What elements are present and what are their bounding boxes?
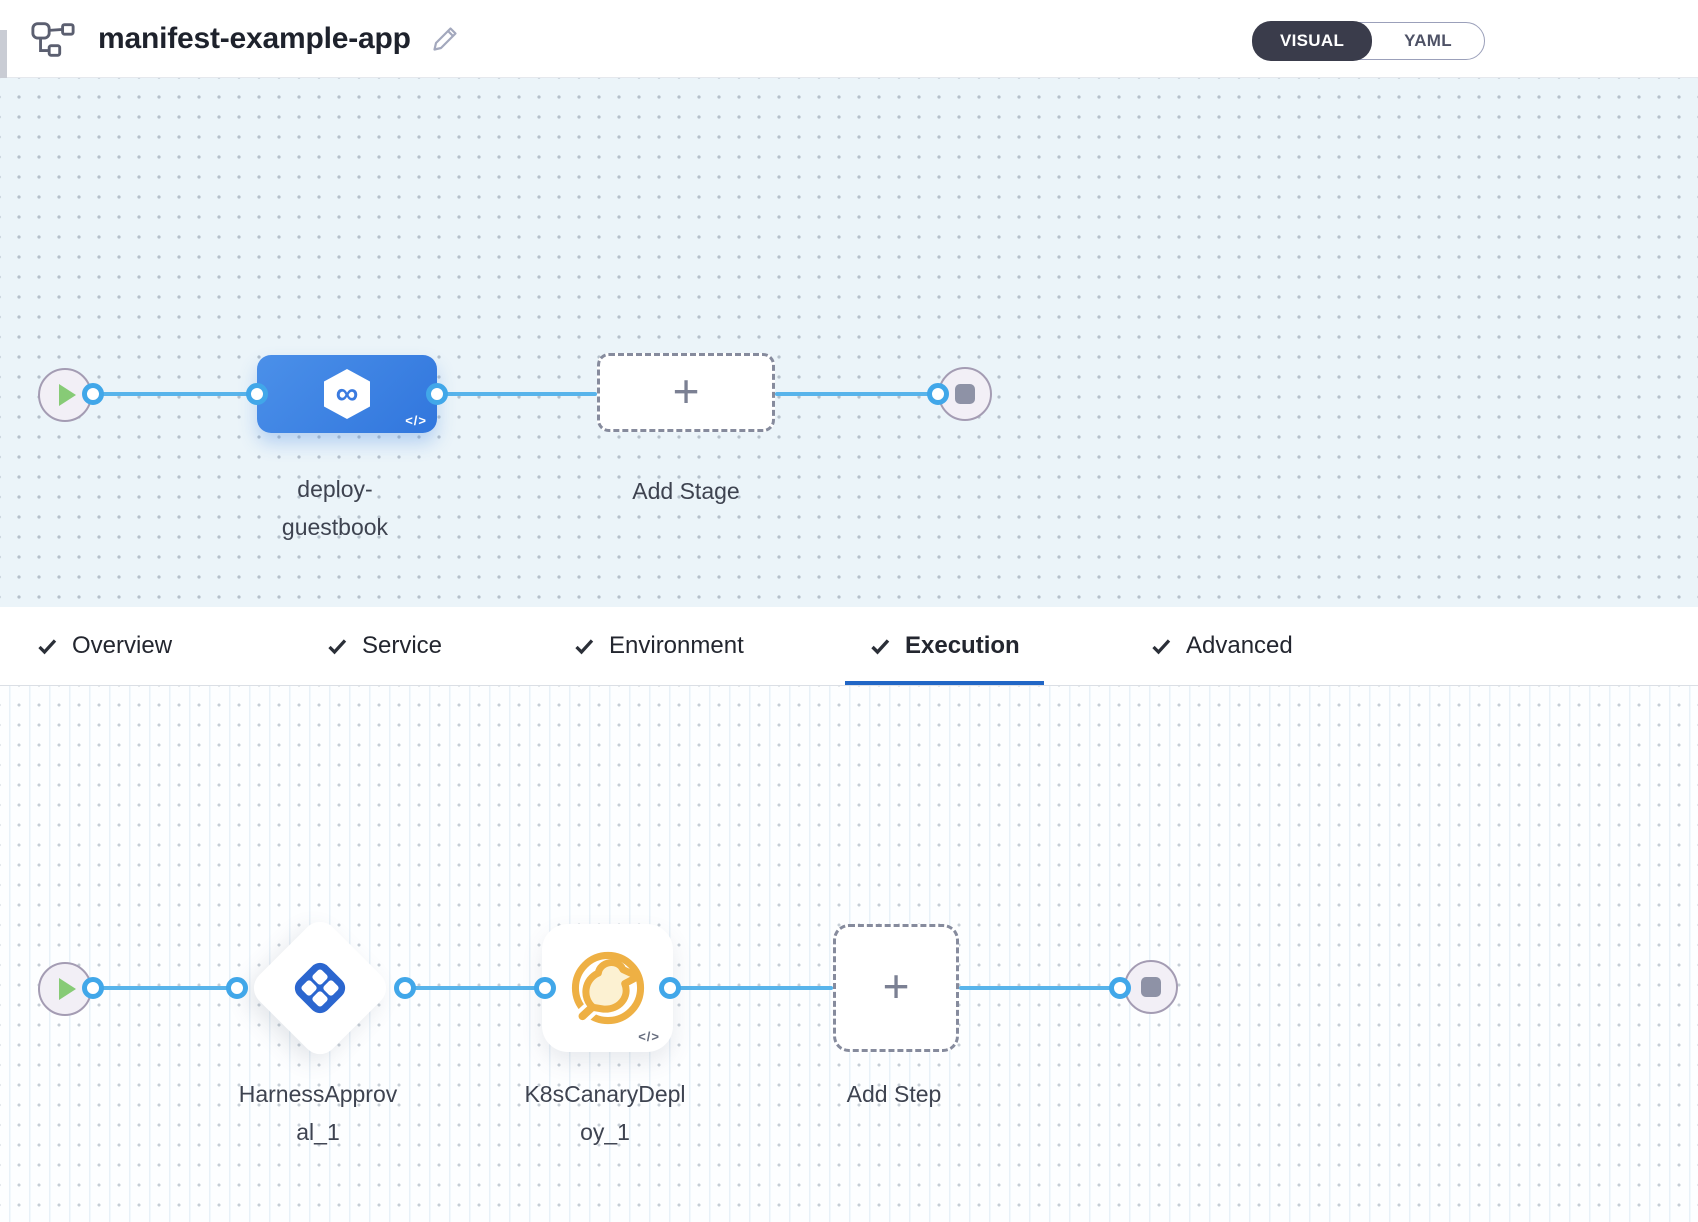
connector-dot[interactable] [1109,977,1131,999]
cd-stage-infinity-hexagon-icon: ∞ [324,369,370,419]
add-step-label: Add Step [846,1081,942,1107]
stop-icon [955,384,975,404]
execution-end-node [1124,960,1178,1014]
page-title: manifest-example-app [98,21,411,55]
left-panel-edge [0,30,7,78]
edge-approval-to-canary [405,986,545,990]
connector-dot[interactable] [927,383,949,405]
tab-advanced[interactable]: Advanced [1126,607,1317,685]
plus-icon: + [882,960,910,1012]
connector-dot[interactable] [394,977,416,999]
header: manifest-example-app VISUAL YAML [0,0,1698,78]
check-icon [328,638,347,654]
add-stage-button[interactable]: + [597,353,775,432]
connector-dot[interactable] [659,977,681,999]
tab-service[interactable]: Service [302,607,466,685]
stop-icon [1141,977,1161,997]
connector-dot[interactable] [226,977,248,999]
edge-start-to-stage [93,392,257,396]
check-icon [575,638,594,654]
stage-name-label: deploy-guestbook [281,476,389,540]
play-icon [59,978,76,1000]
play-icon [59,384,76,406]
check-icon [1152,638,1171,654]
edge-addstep-to-end [959,986,1120,990]
stage-canvas[interactable]: ∞ </> + deploy-guestbook Add Stage [0,78,1698,607]
add-step-button[interactable]: + [833,924,959,1052]
add-stage-label: Add Stage [632,478,740,504]
step-code-badge[interactable]: </> [638,1029,660,1044]
execution-canvas[interactable]: </> + HarnessApproval_1 K8sCanaryDeploy_… [0,686,1698,1222]
edge-start-to-approval [93,986,237,990]
step-node-k8s-canary-deploy[interactable]: </> [542,924,673,1052]
step-name-label: K8sCanaryDeploy_1 [524,1081,686,1145]
step-node-harness-approval[interactable] [246,914,394,1062]
edge-canary-to-addstep [670,986,833,990]
stage-tab-bar: Overview Service Environment Execution A… [0,607,1698,686]
plus-icon: + [672,364,700,417]
edge-addstage-to-end [775,392,938,396]
canary-bird-icon [571,951,644,1026]
edge-stage-to-addstage [437,392,597,396]
stage-code-badge[interactable]: </> [405,413,427,428]
stage-node-deploy-guestbook[interactable]: ∞ </> [257,355,437,433]
edit-pencil-icon[interactable] [429,23,461,55]
tab-environment[interactable]: Environment [549,607,768,685]
check-icon [871,638,890,654]
connector-dot[interactable] [534,977,556,999]
tab-execution[interactable]: Execution [845,607,1044,685]
connector-dot[interactable] [82,383,104,405]
check-icon [38,638,57,654]
connector-dot[interactable] [246,383,268,405]
toggle-visual[interactable]: VISUAL [1252,21,1373,61]
pipeline-icon [31,21,75,57]
view-mode-toggle: VISUAL YAML [1252,21,1485,61]
tab-overview[interactable]: Overview [12,607,196,685]
connector-dot[interactable] [426,383,448,405]
connector-dot[interactable] [82,977,104,999]
execution-start-node [38,962,92,1016]
toggle-yaml[interactable]: YAML [1404,31,1452,50]
step-name-label: HarnessApproval_1 [238,1081,398,1145]
